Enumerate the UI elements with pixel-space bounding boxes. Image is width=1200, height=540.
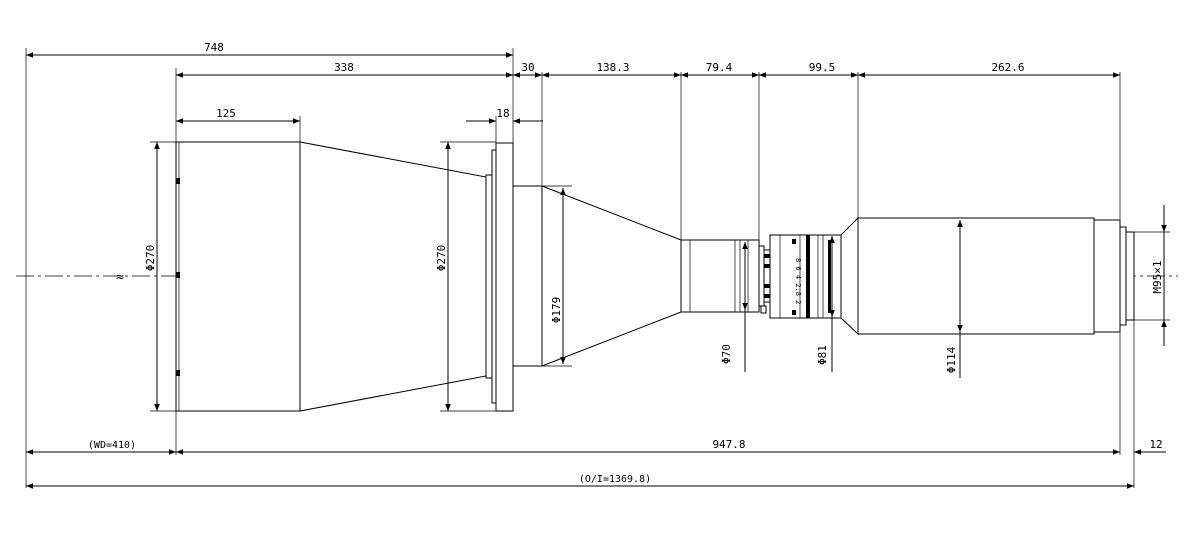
dim-overall-748: 748	[204, 41, 224, 54]
dim-flange-18: 18	[496, 107, 509, 120]
rear-mount	[1093, 219, 1121, 333]
front-flange	[495, 142, 514, 412]
dim-adapter-30: 30	[521, 61, 534, 74]
dim-focus-99-5: 99.5	[809, 61, 836, 74]
dim-working-distance: (WD=410)	[88, 440, 136, 451]
dia-barrel: Φ70	[720, 344, 733, 364]
aperture-scale: 8 6 4 2.8 2	[794, 258, 802, 304]
dim-cone-138-3: 138.3	[596, 61, 629, 74]
dim-front-338: 338	[334, 61, 354, 74]
adapter	[512, 185, 543, 367]
dia-adapter: Φ179	[550, 297, 563, 324]
lens-outline: 8 6 4 2.8 2	[175, 141, 1135, 412]
dim-mount-12: 12	[1149, 438, 1162, 451]
dia-front-hood: Φ270	[144, 245, 157, 272]
horizontal-dimensions	[26, 52, 1166, 489]
dim-hood-125: 125	[216, 107, 236, 120]
barrel	[680, 239, 760, 313]
dimension-labels: 748 338 125 18 30 138.3 79.4 99.5 262.6 …	[88, 41, 1163, 485]
dia-rear-body: Φ114	[945, 346, 958, 373]
dia-focus-ring: Φ81	[816, 345, 829, 365]
dim-lens-length: 947.8	[712, 438, 745, 451]
dim-object-to-image: (O/I=1369.8)	[579, 474, 651, 485]
thread-spec: M95×1	[1151, 260, 1164, 293]
front-taper	[299, 141, 487, 412]
dim-barrel-79-4: 79.4	[706, 61, 733, 74]
front-hood	[175, 141, 301, 412]
dia-front-flange: Φ270	[435, 245, 448, 272]
axis-break-mark: ≈	[116, 270, 124, 285]
diameter-labels: Φ270 Φ270 Φ179 Φ70 Φ81 Φ114 M95×1	[144, 245, 1164, 374]
rear-body	[857, 217, 1095, 335]
dim-rear-262-6: 262.6	[991, 61, 1024, 74]
diameter-dimensions	[154, 142, 1167, 411]
